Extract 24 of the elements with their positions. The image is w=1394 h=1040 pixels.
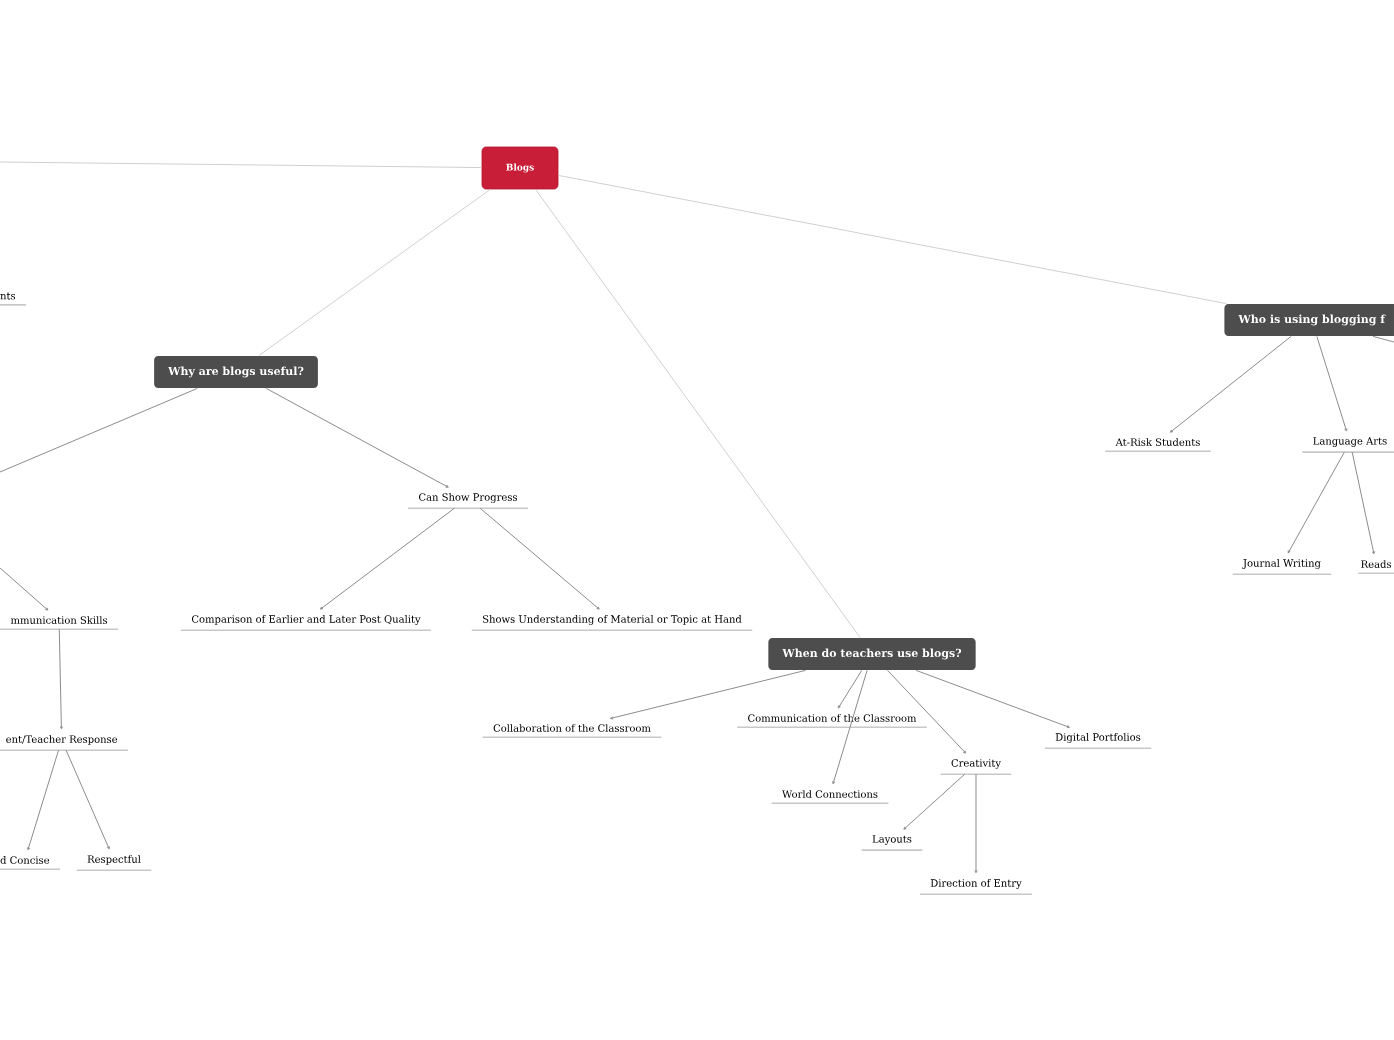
connector [974,773,978,874]
connector [832,669,868,785]
connector [1287,451,1345,554]
connector [535,188,861,639]
connector [319,507,455,610]
connector [479,507,600,610]
connector [609,669,807,720]
connector [1169,335,1292,433]
connector [265,387,449,488]
connector [1351,451,1375,555]
connector [258,188,491,357]
connector [887,669,967,754]
connector [58,628,63,730]
connector [0,161,483,169]
connector [1372,335,1394,343]
connector [0,387,198,473]
connector [65,749,110,850]
connector [557,174,1227,305]
connector [1316,335,1348,432]
connector [0,567,49,611]
connector [915,669,1070,729]
connector [27,749,59,851]
connector [903,773,966,830]
connector [837,669,863,709]
